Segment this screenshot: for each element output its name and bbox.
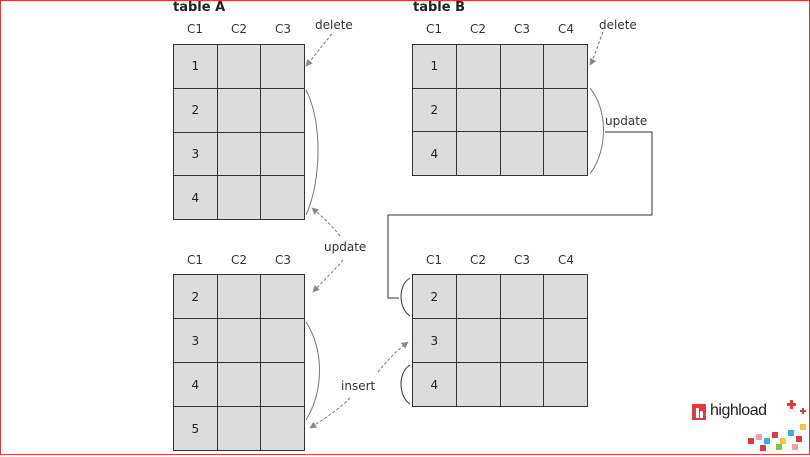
- table-cell: [544, 132, 587, 175]
- table-cell: 3: [174, 132, 217, 176]
- table-b-top-header-c1: C1: [425, 22, 442, 36]
- table-a-title: table A: [173, 0, 226, 15]
- table-b-bottom-header-c1: C1: [425, 253, 442, 267]
- table-cell: [544, 319, 587, 362]
- table-b-title: table B: [413, 0, 465, 15]
- table-cell: 2: [413, 88, 456, 132]
- table-cell: [261, 176, 304, 219]
- highload-logo-mark: [692, 400, 806, 451]
- table-cell: [217, 319, 261, 362]
- table-cell: [544, 363, 587, 406]
- table-cell: [456, 45, 500, 88]
- table-cell: [217, 45, 261, 88]
- table-a-top-header-c1: C1: [186, 22, 203, 36]
- table-cell: [261, 45, 304, 88]
- table-cell: [261, 132, 304, 176]
- table-b-bottom-header-c2: C2: [469, 253, 486, 267]
- insert-label: insert: [340, 379, 377, 393]
- table-cell: [500, 319, 544, 362]
- table-cell: 4: [413, 132, 456, 175]
- delete-a-label: delete: [314, 18, 354, 32]
- table-a-bottom-header-c2: C2: [230, 253, 247, 267]
- table-cell: 2: [413, 275, 456, 318]
- table-cell: [500, 275, 544, 318]
- highload-logo: highload: [690, 398, 808, 453]
- table-b-top-header-c3: C3: [513, 22, 530, 36]
- table-cell: [261, 88, 304, 132]
- table-cell: [500, 45, 544, 88]
- table-b-bottom-header-c4: C4: [557, 253, 574, 267]
- table-cell: [500, 363, 544, 406]
- table-cell: 1: [413, 45, 456, 88]
- update-b-label: update: [604, 114, 649, 128]
- table-b-top-header-c2: C2: [469, 22, 486, 36]
- update-a-label: update: [323, 240, 368, 254]
- table-cell: 4: [413, 363, 456, 406]
- table-cell: [456, 132, 500, 175]
- table-a-top-grid: 1 2 3 4: [173, 44, 305, 220]
- table-cell: [217, 363, 261, 406]
- table-cell: 3: [174, 319, 217, 362]
- table-a-top-header-c3: C3: [274, 22, 291, 36]
- table-a-top-header-c2: C2: [230, 22, 247, 36]
- table-cell: [261, 275, 304, 318]
- delete-b-label: delete: [598, 18, 638, 32]
- table-b-bottom-grid: 2 3 4: [412, 274, 588, 407]
- table-a-bottom-header-c1: C1: [186, 253, 203, 267]
- table-cell: [456, 363, 500, 406]
- table-cell: 2: [174, 88, 217, 132]
- table-cell: [261, 363, 304, 406]
- table-a-bottom-grid: 2 3 4 5: [173, 274, 305, 451]
- table-cell: [500, 88, 544, 132]
- table-b-top-header-c4: C4: [557, 22, 574, 36]
- table-cell: 3: [413, 319, 456, 362]
- table-cell: [544, 88, 587, 132]
- table-cell: [544, 45, 587, 88]
- table-cell: 4: [174, 363, 217, 406]
- table-cell: [456, 319, 500, 362]
- table-cell: [217, 407, 261, 450]
- table-cell: [261, 319, 304, 362]
- table-cell: [217, 132, 261, 176]
- table-cell: [261, 407, 304, 450]
- table-cell: 4: [174, 176, 217, 219]
- table-cell: [217, 275, 261, 318]
- table-cell: [500, 132, 544, 175]
- table-cell: 5: [174, 407, 217, 450]
- table-cell: [456, 275, 500, 318]
- table-cell: [544, 275, 587, 318]
- table-a-bottom-header-c3: C3: [274, 253, 291, 267]
- table-cell: [217, 176, 261, 219]
- table-cell: [217, 88, 261, 132]
- table-b-bottom-header-c3: C3: [513, 253, 530, 267]
- table-cell: 1: [174, 45, 217, 88]
- table-cell: [456, 88, 500, 132]
- table-b-top-grid: 1 2 4: [412, 44, 588, 176]
- table-cell: 2: [174, 275, 217, 318]
- highload-logo-text: highload: [710, 402, 767, 419]
